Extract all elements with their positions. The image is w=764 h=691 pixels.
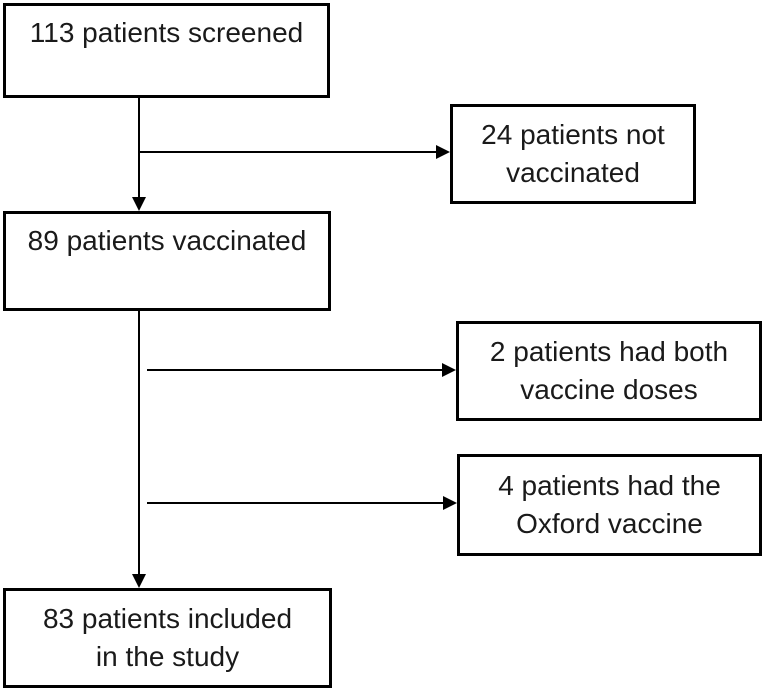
arrowhead-right-icon [442, 363, 456, 377]
arrowhead-right-icon [443, 496, 457, 510]
arrowhead-down-icon [132, 197, 146, 211]
flow-box-included: 83 patients included in the study [3, 588, 332, 688]
flow-box-screened-text: 113 patients screened [29, 17, 304, 48]
flow-box-oxford-line2: Oxford vaccine [516, 508, 703, 539]
flow-box-both-doses-line2: vaccine doses [520, 374, 698, 405]
flow-box-both-doses: 2 patients had both vaccine doses [456, 321, 762, 421]
connector-branch-not-vaccinated [138, 151, 438, 153]
connector-screened-to-vaccinated [138, 97, 140, 199]
flow-box-vaccinated: 89 patients vaccinated [3, 211, 331, 311]
arrowhead-right-icon [436, 145, 450, 159]
flow-box-not-vaccinated-line2: vaccinated [506, 157, 640, 188]
connector-branch-oxford [147, 502, 445, 504]
connector-vaccinated-to-included [138, 310, 140, 576]
connector-branch-both-doses [147, 369, 444, 371]
flow-box-not-vaccinated: 24 patients not vaccinated [450, 104, 696, 204]
flow-box-screened: 113 patients screened [3, 3, 330, 98]
flow-box-oxford-line1: 4 patients had the [498, 470, 721, 501]
flow-box-included-line2: in the study [95, 641, 240, 672]
flow-box-included-line1: 83 patients included [42, 603, 293, 634]
flow-box-not-vaccinated-line1: 24 patients not [481, 119, 665, 150]
flow-box-vaccinated-text: 89 patients vaccinated [27, 225, 307, 256]
flow-box-both-doses-line1: 2 patients had both [489, 336, 729, 367]
flow-box-oxford: 4 patients had the Oxford vaccine [457, 454, 762, 556]
arrowhead-down-icon [132, 574, 146, 588]
